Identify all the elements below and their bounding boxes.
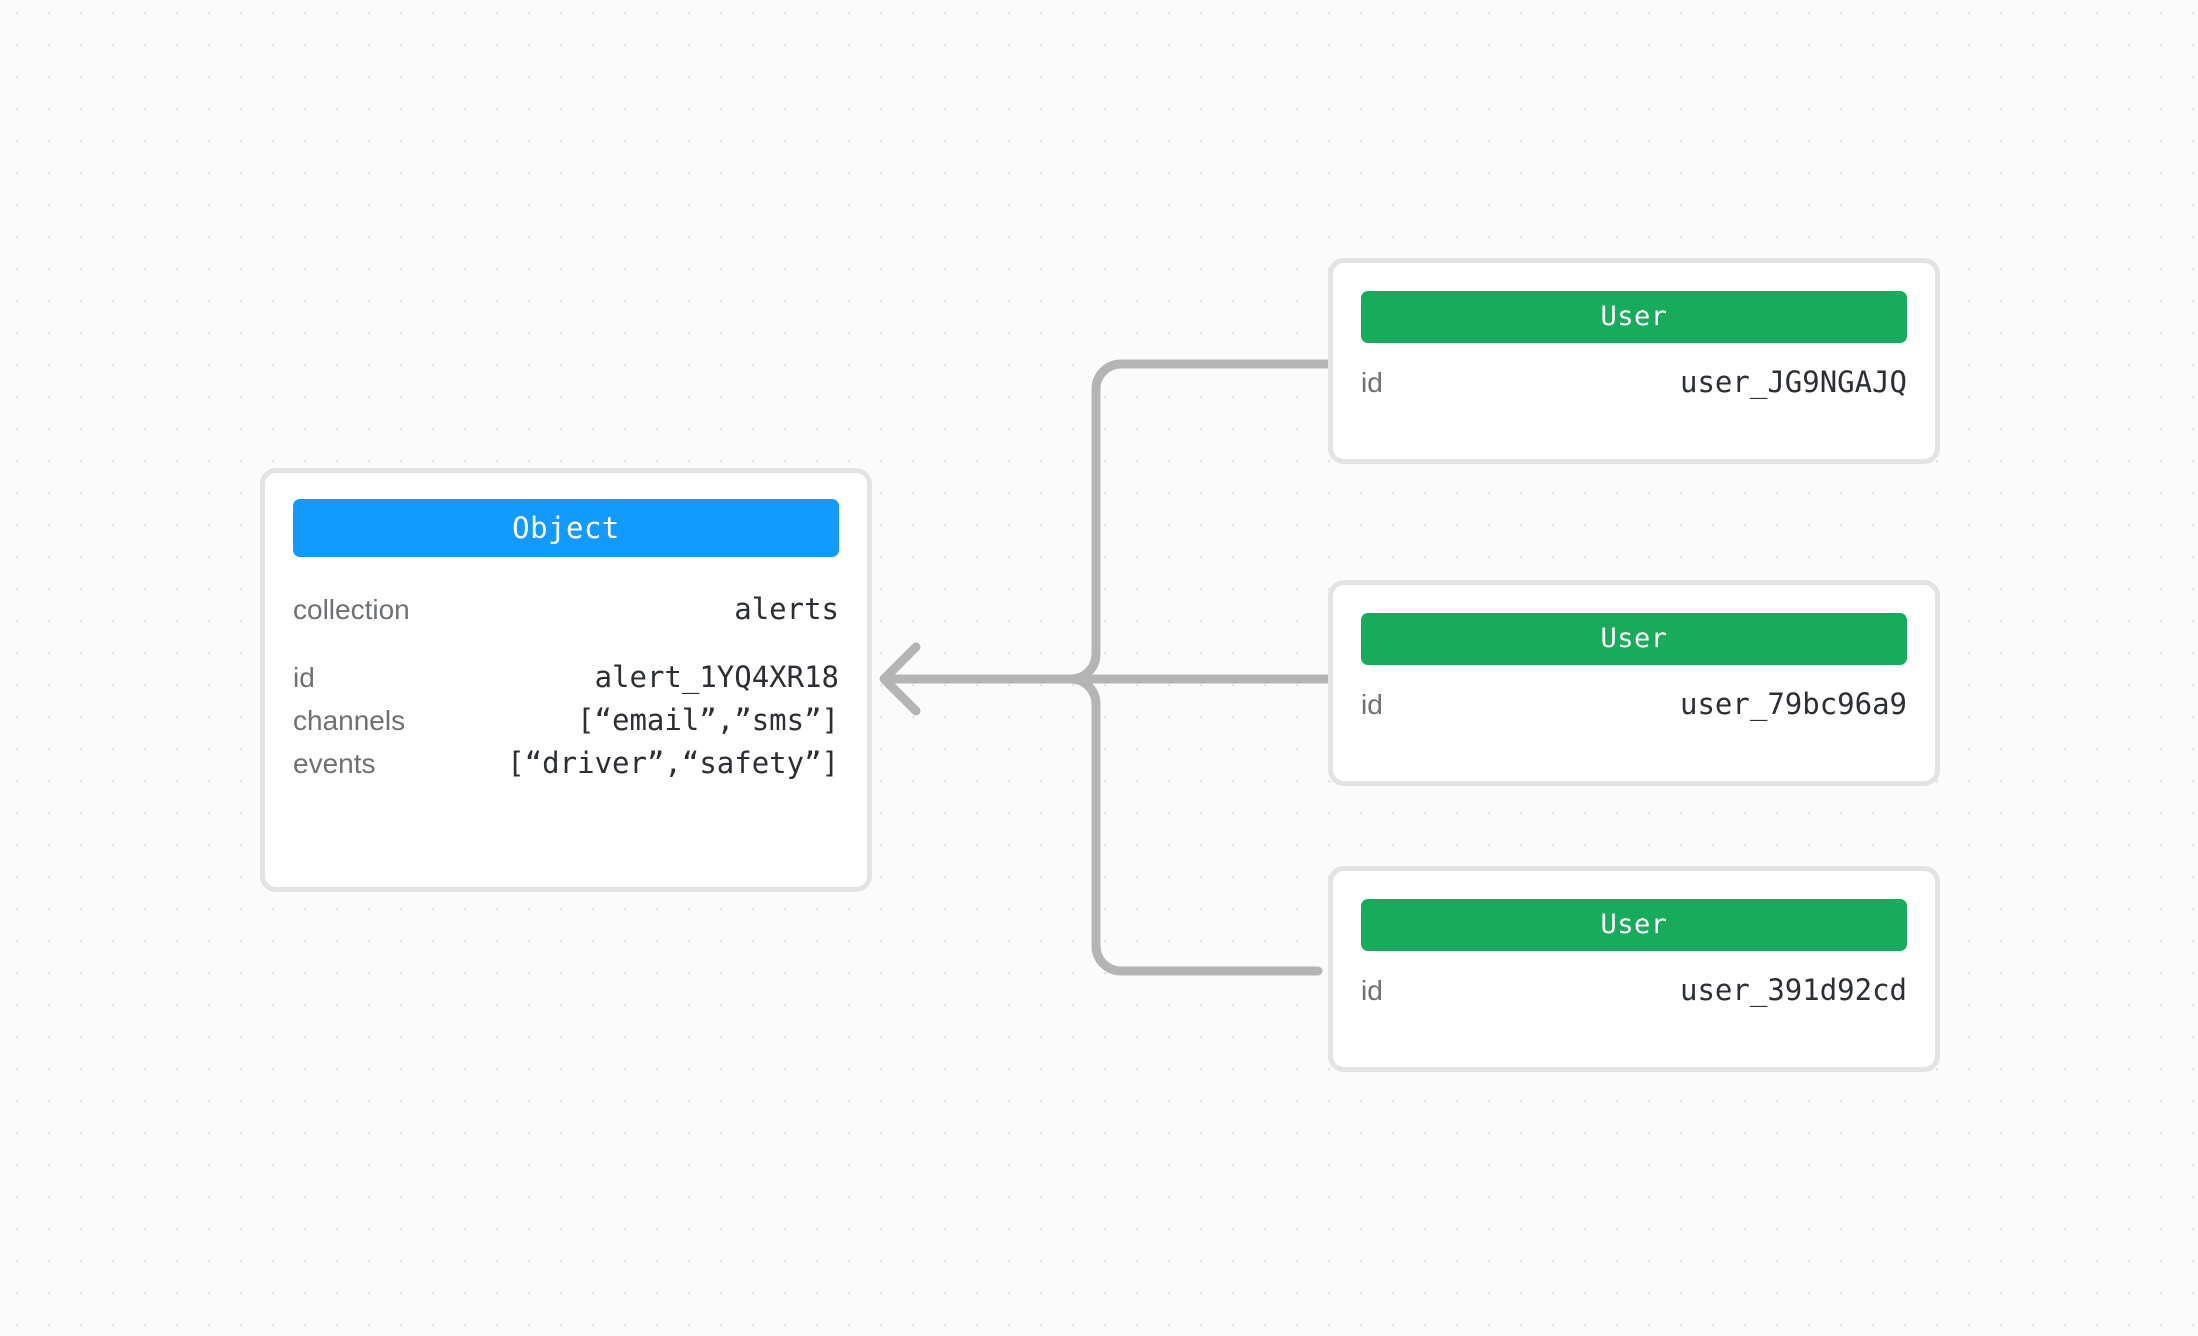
field-group-primary: collection alerts [293, 583, 839, 636]
field-label-id: id [1361, 367, 1383, 398]
field-row-id: id user_391d92cd [1361, 973, 1907, 1007]
node-user-2[interactable]: User id user_391d92cd [1328, 866, 1940, 1072]
field-label-collection: collection [293, 594, 410, 625]
node-user-1-body: id user_79bc96a9 [1333, 665, 1935, 721]
field-label-id: id [293, 662, 315, 693]
node-user-0-header: User [1361, 291, 1907, 343]
field-row-collection: collection alerts [293, 583, 839, 636]
field-row-id: id user_79bc96a9 [1361, 687, 1907, 721]
node-user-1[interactable]: User id user_79bc96a9 [1328, 580, 1940, 786]
field-value-id: user_391d92cd [1680, 973, 1907, 1007]
field-label-id: id [1361, 975, 1383, 1006]
field-row-events: events [“driver”,“safety”] [293, 742, 839, 785]
field-label-channels: channels [293, 705, 406, 736]
edge-user-2-to-object [885, 674, 1323, 976]
node-user-0[interactable]: User id user_JG9NGAJQ [1328, 258, 1940, 464]
node-user-1-header: User [1361, 613, 1907, 665]
edge-user-0-to-object [885, 359, 1335, 684]
field-group-secondary: id alert_1YQ4XR18 channels [“email”,”sms… [293, 656, 839, 785]
node-user-2-header: User [1361, 899, 1907, 951]
node-object[interactable]: Object collection alerts id alert_1YQ4XR… [260, 468, 872, 892]
field-value-id: alert_1YQ4XR18 [594, 660, 839, 694]
field-value-channels: [“email”,”sms”] [577, 703, 839, 737]
field-value-id: user_JG9NGAJQ [1680, 365, 1907, 399]
node-object-header: Object [293, 499, 839, 557]
edge-arrowhead-icon [879, 642, 921, 716]
field-value-collection: alerts [734, 592, 839, 626]
field-value-id: user_79bc96a9 [1680, 687, 1907, 721]
field-row-id: id alert_1YQ4XR18 [293, 656, 839, 699]
field-label-events: events [293, 748, 376, 779]
field-label-id: id [1361, 689, 1383, 720]
field-row-channels: channels [“email”,”sms”] [293, 699, 839, 742]
node-object-body: collection alerts id alert_1YQ4XR18 chan… [265, 557, 867, 785]
field-row-id: id user_JG9NGAJQ [1361, 365, 1907, 399]
node-user-2-body: id user_391d92cd [1333, 951, 1935, 1007]
field-value-events: [“driver”,“safety”] [507, 746, 839, 780]
node-user-0-body: id user_JG9NGAJQ [1333, 343, 1935, 399]
